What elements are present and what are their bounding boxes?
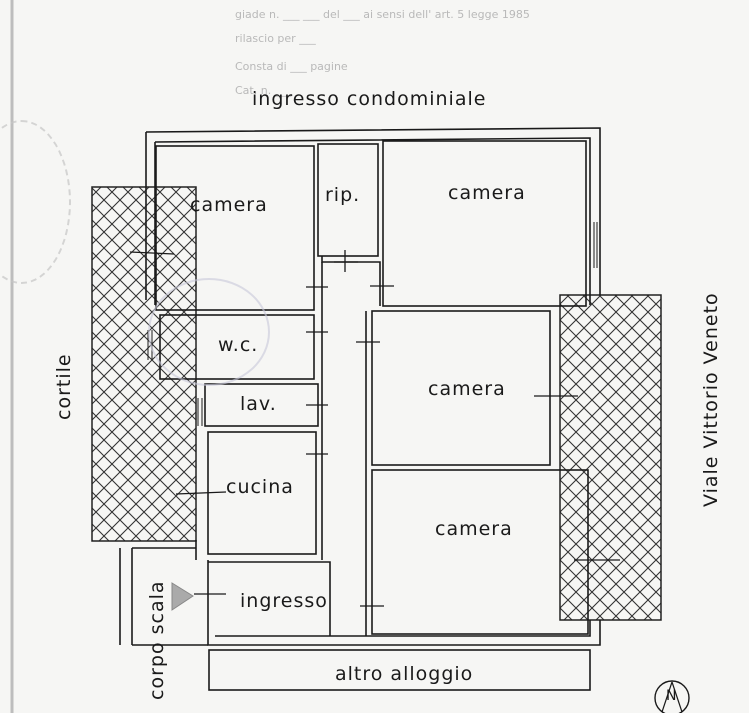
stair-corridor	[119, 547, 208, 646]
room-ripostiglio: rip.	[325, 184, 361, 206]
door-marks	[129, 250, 620, 607]
label-stair: corpo scala	[146, 580, 168, 700]
label-street: Viale Vittorio Veneto	[700, 292, 722, 507]
room-wc: w.c.	[218, 334, 259, 356]
room-ingresso: ingresso	[240, 590, 328, 612]
label-courtyard: cortile	[53, 353, 75, 420]
office-stamp	[148, 278, 270, 386]
room-lavanderia: lav.	[240, 393, 277, 415]
north-symbol	[654, 680, 690, 713]
outer-walls	[145, 127, 601, 646]
label-other-flat: altro alloggio	[335, 663, 474, 685]
entrance-arrow	[171, 582, 194, 611]
header-note-1: giade n. ___ ___ del ___ ai sensi dell' …	[235, 8, 530, 21]
room-camera-nw: camera	[190, 194, 268, 216]
room-camera-ne: camera	[448, 182, 526, 204]
room-camera-e: camera	[428, 378, 506, 400]
header-note-3: Consta di ___ pagine	[235, 60, 348, 73]
north-letter: N	[666, 688, 678, 704]
north-arrow	[661, 681, 683, 713]
other-flat-outline	[208, 649, 591, 691]
header-note-4: Cat. n. ___	[235, 84, 292, 97]
header-note-2: rilascio per ___	[235, 32, 316, 45]
room-camera-se: camera	[435, 518, 513, 540]
room-cucina: cucina	[226, 476, 294, 498]
balcony-east	[559, 294, 662, 621]
label-entrance-top: ingresso condominiale	[252, 88, 487, 110]
